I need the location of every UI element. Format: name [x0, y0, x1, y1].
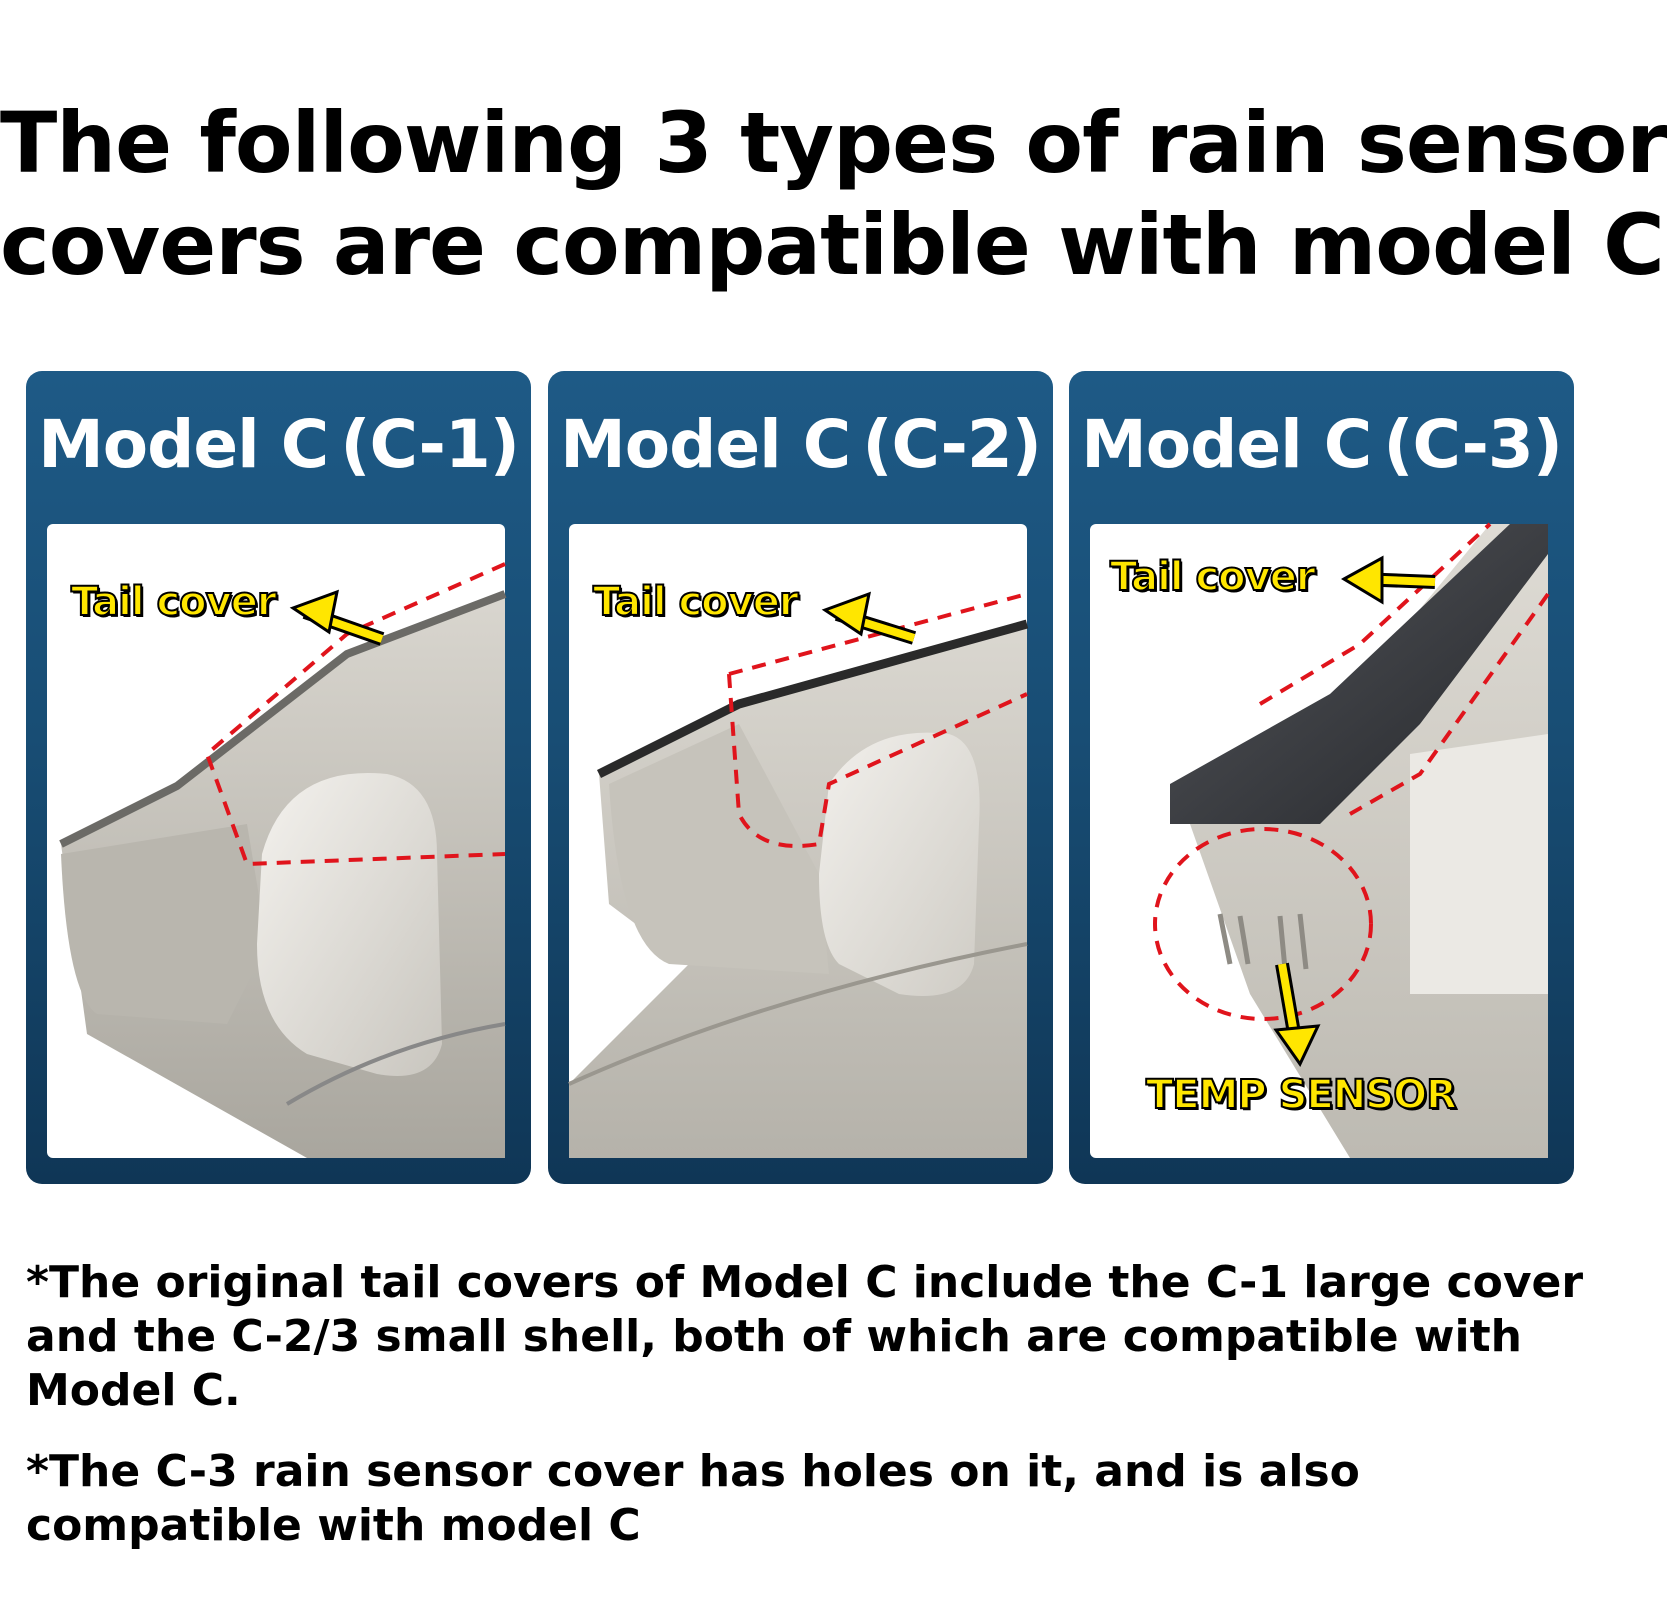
- rain-sensor-c1-illustration: [59, 562, 507, 1158]
- panel-c2-photo: Tail cover: [568, 524, 1029, 1158]
- note-original-tail-covers: *The original tail covers of Model C inc…: [26, 1257, 1584, 1416]
- panel-c2: Model C (C-2) Tail cover: [548, 371, 1053, 1184]
- headline-line-2: covers are compatible with model C: [0, 196, 1665, 294]
- panel-c1-title: Model C (C-1): [38, 406, 520, 483]
- panel-c3-temp-sensor-label: TEMP SENSOR: [1145, 1071, 1458, 1119]
- note-c3-holes: *The C-3 rain sensor cover has holes on …: [26, 1446, 1360, 1551]
- rain-sensor-c3-illustration: [1153, 522, 1550, 1158]
- panel-c1: Model C (C-1) Tail cover: [26, 371, 531, 1184]
- panel-c3-title: Model C (C-3): [1081, 406, 1563, 483]
- headline-line-1: The following 3 types of rain sensor: [0, 94, 1667, 192]
- panel-c2-tail-cover-label: Tail cover: [592, 578, 800, 626]
- panel-c2-title: Model C (C-2): [560, 406, 1042, 483]
- panel-c3: Model C (C-3) Tail cover: [1069, 371, 1574, 1184]
- panel-c3-tail-cover-label: Tail cover: [1109, 553, 1317, 601]
- rain-sensor-c2-illustration: [568, 591, 1029, 1158]
- panel-c1-tail-cover-label: Tail cover: [70, 578, 278, 626]
- panel-c3-photo: Tail cover TEMP SENSOR: [1090, 522, 1550, 1158]
- headline: The following 3 types of rain sensor cov…: [0, 92, 1667, 296]
- panel-c1-photo: Tail cover: [47, 524, 507, 1158]
